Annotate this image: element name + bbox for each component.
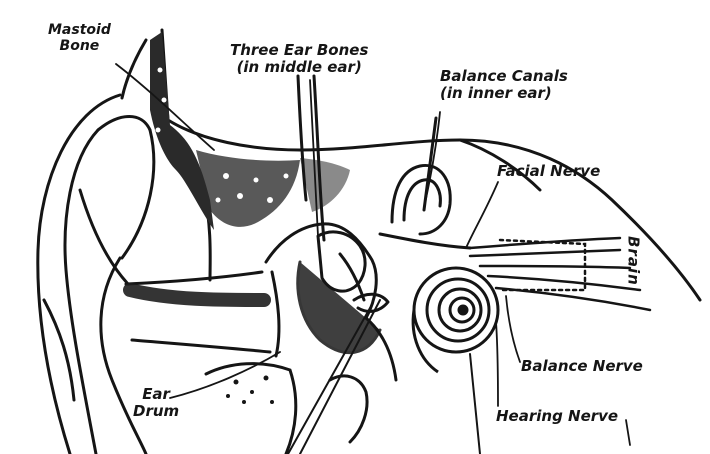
leader-lines — [116, 64, 630, 445]
label-bones-line1: Three Ear Bones — [230, 42, 368, 59]
semicircular-canals — [380, 118, 470, 248]
label-mastoid-line2: Bone — [48, 38, 111, 54]
label-hearing-nerve: Hearing Nerve — [496, 408, 618, 425]
label-bones-line2: (in middle ear) — [230, 59, 368, 76]
label-balance-nerve: Balance Nerve — [521, 358, 643, 375]
label-mastoid-line1: Mastoid — [48, 22, 111, 38]
cochlea — [413, 268, 498, 372]
label-bones-pre: (in — [237, 58, 265, 76]
lower-stipple — [226, 376, 274, 405]
middle-ear — [266, 224, 396, 380]
ear-canal — [126, 272, 270, 352]
label-drum-line2: Drum — [133, 403, 179, 420]
label-drum-line1: Ear — [133, 386, 179, 403]
label-ear-drum: Ear Drum — [133, 386, 179, 421]
label-mastoid-bone: Mastoid Bone — [48, 22, 111, 54]
label-canals-line2: (in inner ear) — [440, 85, 568, 102]
label-bones-post: ear) — [322, 58, 362, 76]
label-bones-bold: middle — [264, 58, 322, 76]
label-brain: Brain — [624, 236, 641, 286]
label-facial-nerve: Facial Nerve — [497, 163, 600, 180]
label-balance-canals: Balance Canals (in inner ear) — [440, 68, 568, 103]
label-three-ear-bones: Three Ear Bones (in middle ear) — [230, 42, 368, 77]
label-canals-line1: Balance Canals — [440, 68, 568, 85]
